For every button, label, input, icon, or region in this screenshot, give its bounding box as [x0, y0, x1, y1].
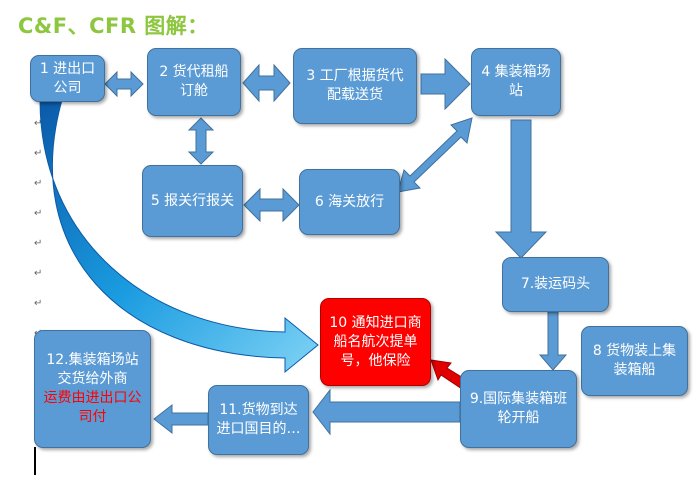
- arrow-9-10: [430, 359, 469, 390]
- text-cursor: [34, 447, 36, 475]
- arrow-1-2: [104, 70, 144, 98]
- node-4-container-yard: 4 集装箱场站: [471, 48, 561, 116]
- diagram-title: C&F、CFR 图解：: [18, 14, 209, 38]
- arrow-2-5: [187, 117, 215, 165]
- arrow-5-6: [243, 187, 300, 223]
- node-label: 2 货代租船订舱: [159, 64, 229, 99]
- paragraph-mark: ↵: [34, 298, 43, 309]
- node-label: 11.货物到达进口国目的…: [216, 402, 301, 437]
- arrow-11-12: [153, 403, 209, 435]
- node-8-load-container-ship: 8 货物装上集装箱船: [581, 326, 688, 396]
- node-label: 3 工厂根据货代配载送货: [306, 68, 404, 103]
- node-7-loading-dock: 7.装运码头: [502, 257, 609, 312]
- arrow-3-4: [420, 57, 471, 111]
- node-label: 8 货物装上集装箱船: [592, 343, 677, 378]
- node-2-freight-booking: 2 货代租船订舱: [147, 48, 241, 116]
- paragraph-mark: ↵: [34, 178, 43, 189]
- arrow-6-4: [397, 117, 473, 193]
- node-12-yard-delivery: 12.集装箱场站交货给外商 运费由进出口公司付: [34, 330, 151, 448]
- node-3-factory-delivery: 3 工厂根据货代配载送货: [293, 48, 417, 124]
- paragraph-mark: ↵: [34, 118, 43, 129]
- node-label: 12.集装箱场站交货给外商: [46, 352, 139, 387]
- node-5-customs-broker: 5 报关行报关: [142, 165, 243, 237]
- node-10-notify-importer: 10 通知进口商船名航次提单号，他保险: [320, 298, 431, 386]
- node-11-arrival-destination: 11.货物到达进口国目的…: [208, 385, 309, 455]
- node-label: 10 通知进口商船名航次提单号，他保险: [329, 314, 422, 369]
- paragraph-mark: ↵: [34, 148, 43, 159]
- node-label: 7.装运码头: [520, 276, 591, 292]
- arrow-2-3: [242, 63, 291, 103]
- node-highlight-text: 运费由进出口公司付: [43, 390, 142, 425]
- node-label: 9.国际集装箱班轮开船: [469, 391, 568, 426]
- arrow-4-7: [494, 119, 548, 259]
- node-label: 4 集装箱场站: [481, 64, 551, 99]
- paragraph-mark: ↵: [34, 208, 43, 219]
- node-label: 5 报关行报关: [150, 192, 235, 209]
- node-label: 1 进出口公司: [39, 60, 96, 96]
- node-1-export-company: 1 进出口公司: [30, 55, 105, 102]
- curved-arrow-1-10: [39, 99, 319, 374]
- arrow-7-9: [538, 311, 568, 371]
- node-6-customs-release: 6 海关放行: [299, 169, 400, 235]
- node-9-liner-departs: 9.国际集装箱班轮开船: [460, 370, 577, 448]
- paragraph-mark: ↵: [34, 238, 43, 249]
- arrow-9-11: [312, 388, 461, 436]
- paragraph-mark: ↵: [34, 268, 43, 279]
- node-label: 6 海关放行: [314, 193, 385, 210]
